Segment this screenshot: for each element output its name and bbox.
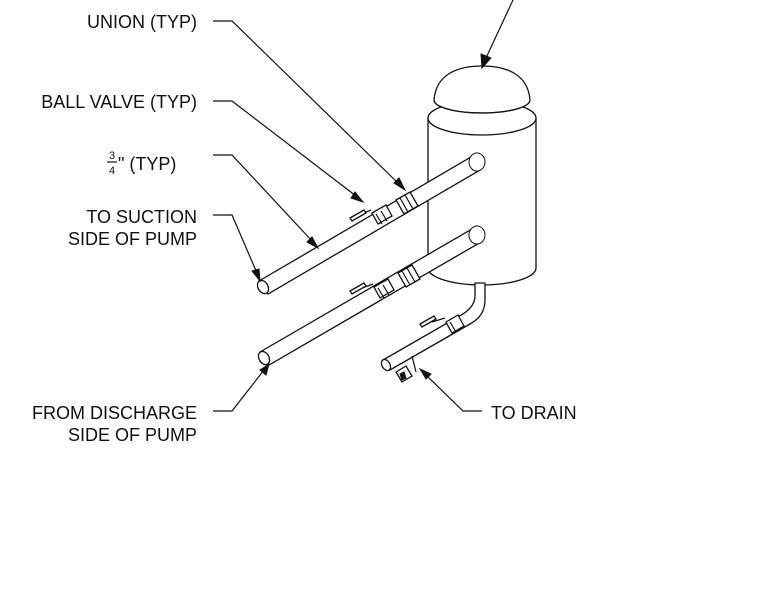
leader-union [213, 20, 407, 192]
ball-valve-upper [349, 204, 393, 225]
label-ball-valve: BALL VALVE (TYP) [41, 92, 197, 112]
pipe-size-numerator: 3 [109, 150, 115, 162]
discharge-pipe [257, 225, 486, 366]
ball-valve-drain [419, 314, 465, 334]
union-upper [395, 191, 419, 215]
drain-pipe [380, 282, 486, 373]
label-suction-line1: TO SUCTION [86, 207, 197, 227]
union-lower [397, 264, 421, 288]
ball-valve-lower [349, 278, 395, 299]
leader-suction [213, 214, 261, 283]
tank-pointer-arrow [480, 0, 514, 70]
label-pipe-size: 3 4 " (TYP) [107, 150, 176, 177]
label-discharge-line1: FROM DISCHARGE [32, 403, 197, 423]
label-drain: TO DRAIN [491, 403, 577, 423]
label-suction-line2: SIDE OF PUMP [68, 229, 197, 249]
label-union: UNION (TYP) [87, 12, 197, 32]
leader-pipe-size [213, 154, 320, 250]
drain-hose-bib [395, 365, 413, 383]
leader-ball-valve [213, 100, 365, 204]
leader-discharge [213, 362, 270, 412]
pipe-size-suffix: " (TYP) [118, 154, 176, 174]
label-discharge-line2: SIDE OF PUMP [68, 425, 197, 445]
pipe-size-denominator: 4 [109, 165, 115, 177]
leader-drain [418, 367, 482, 412]
